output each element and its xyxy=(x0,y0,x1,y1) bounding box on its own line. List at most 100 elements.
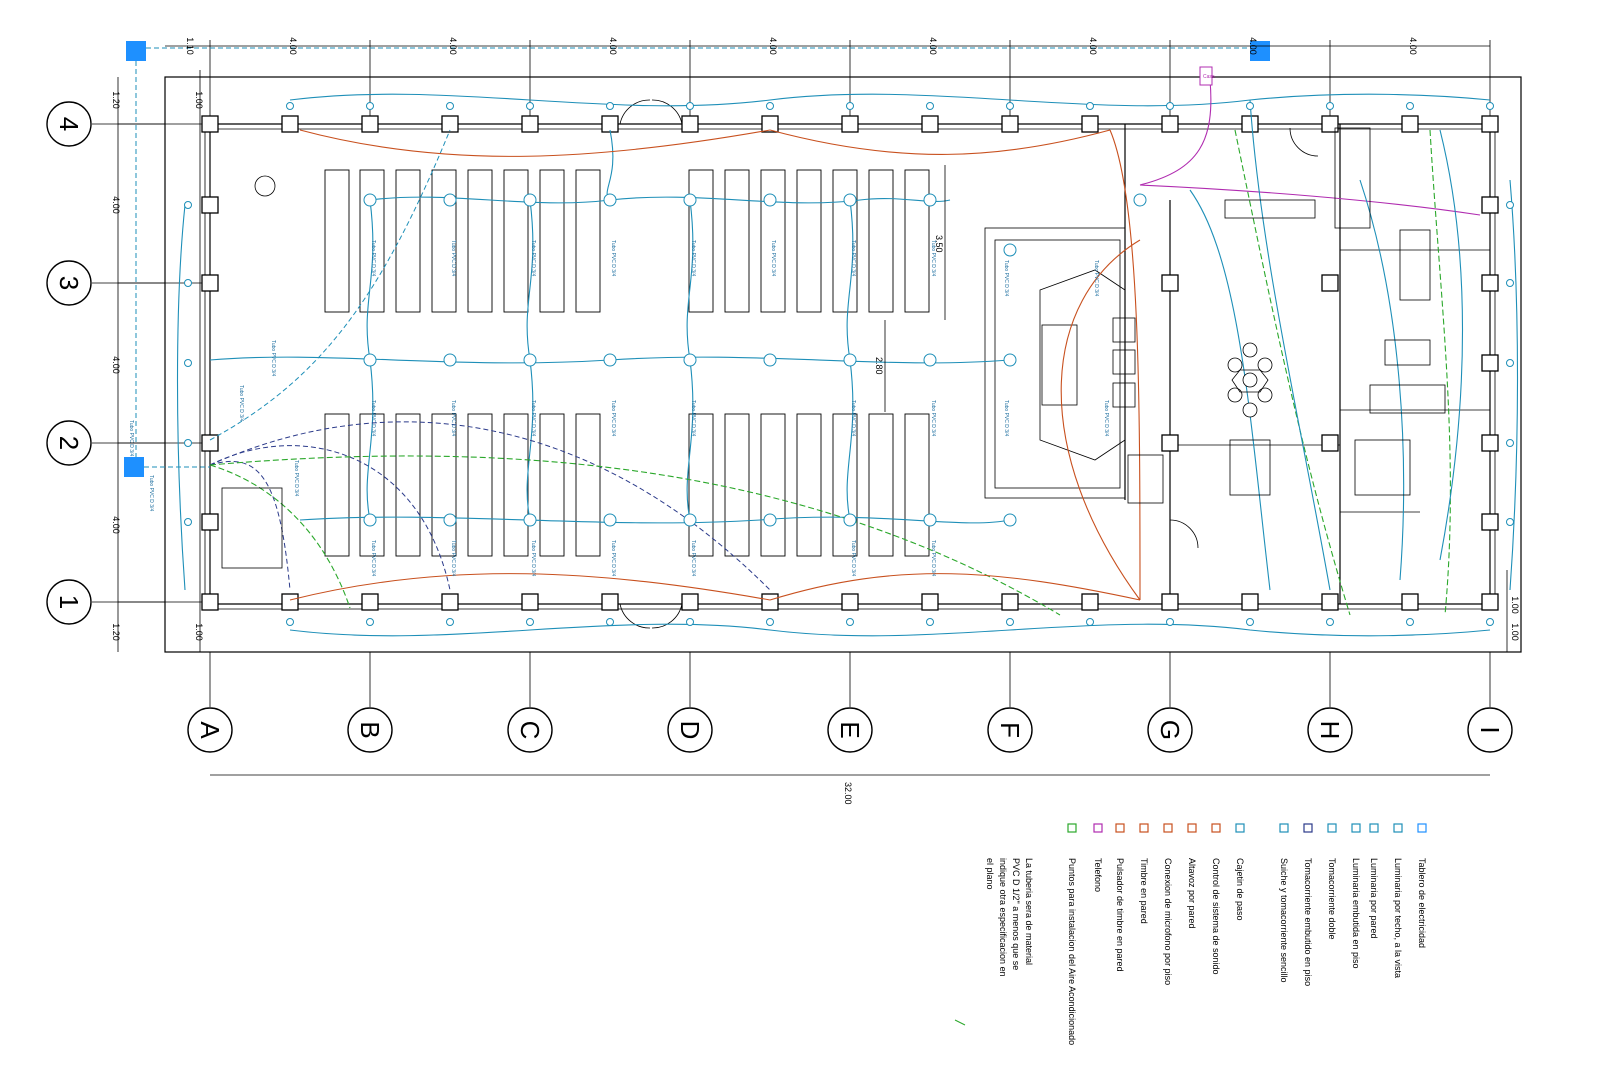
column xyxy=(521,593,539,611)
wall-light-icon xyxy=(1006,618,1014,626)
axis-bubble-i xyxy=(1467,707,1513,753)
note-line: indique otra especificacion en xyxy=(998,858,1008,977)
microphone-icon xyxy=(1163,823,1173,833)
pew xyxy=(760,169,786,313)
dim-right: 1.00 xyxy=(1510,623,1520,641)
dim-350: 3.50 xyxy=(934,235,944,253)
legend-text: Luminaria embutida en piso xyxy=(1351,858,1361,969)
conduit-tag: Tubo PVC D 3/4 xyxy=(610,400,616,436)
stairs xyxy=(1229,439,1271,496)
columns-group xyxy=(118,40,1499,611)
conduit-tag: Tubo PVC D 3/4 xyxy=(930,400,936,436)
chair xyxy=(1227,357,1243,373)
ceiling-light-icon xyxy=(683,353,697,367)
axis-bubble-a xyxy=(187,707,233,753)
ceiling-light-icon xyxy=(443,193,457,207)
pew xyxy=(796,169,822,313)
wall-light-icon xyxy=(1369,823,1379,833)
column xyxy=(1081,593,1099,611)
ceiling-light-icon xyxy=(363,513,377,527)
ceiling-light-icon xyxy=(923,193,937,207)
conduit-tag: Tubo PVC D 3/4 xyxy=(238,385,244,421)
column xyxy=(1321,434,1339,452)
legend-text: Control de sistema de sonido xyxy=(1211,858,1221,975)
bell-icon xyxy=(1139,823,1149,833)
wall-light-icon xyxy=(1166,618,1174,626)
sound-control-icon xyxy=(1211,823,1221,833)
wall-light-icon xyxy=(286,618,294,626)
ceiling-light-icon xyxy=(363,353,377,367)
note-line: La tuberia sera de material xyxy=(1024,858,1034,965)
dim-left: 1.20 xyxy=(111,623,121,641)
axis-label: 2 xyxy=(54,436,84,450)
legend-text: Tablero de electricidad xyxy=(1417,858,1427,948)
pew xyxy=(688,413,714,557)
pew xyxy=(359,169,385,313)
legend-text: Suiche y tomacorriente sencillo xyxy=(1279,858,1289,983)
wall-light-icon xyxy=(1406,102,1414,110)
wall-light-icon xyxy=(1086,102,1094,110)
pew xyxy=(503,413,529,557)
dim-total: 32.00 xyxy=(843,782,853,805)
dim-top: 4.00 xyxy=(608,37,618,55)
conduit-tag: Tubo PVC D 3/4 xyxy=(610,240,616,276)
dim-left: 4.00 xyxy=(111,516,121,534)
floor-outlet-icon xyxy=(1303,823,1313,833)
stairs xyxy=(1127,454,1164,504)
dim-inner-left: 1.00 xyxy=(194,91,204,109)
pew xyxy=(467,413,493,557)
legend-text: Puntos para instalacion del Aire Acondic… xyxy=(1067,858,1077,1045)
chair xyxy=(1257,357,1273,373)
pew xyxy=(724,169,750,313)
pew xyxy=(467,169,493,313)
conduit-tag: Tubo PVC D 3/4 xyxy=(610,540,616,576)
legend-text: Tomacorriente doble xyxy=(1327,858,1337,940)
ceiling-light-icon xyxy=(683,513,697,527)
column xyxy=(921,115,939,133)
column xyxy=(1001,593,1019,611)
kitchen-counter xyxy=(1334,127,1371,229)
sofa xyxy=(1384,339,1431,366)
column xyxy=(201,196,219,214)
ceiling-light-icon xyxy=(603,513,617,527)
bell-button-icon xyxy=(1115,823,1125,833)
axis-bubble-h xyxy=(1307,707,1353,753)
axis-bubble-e xyxy=(827,707,873,753)
restroom-block xyxy=(221,487,283,569)
axis-label: 1 xyxy=(54,595,84,609)
wall-light-icon xyxy=(926,618,934,626)
ceiling-light-icon xyxy=(443,353,457,367)
axis-bubble-d xyxy=(667,707,713,753)
axis-bubble-3 xyxy=(46,260,92,306)
column xyxy=(761,115,779,133)
column xyxy=(441,593,459,611)
column xyxy=(1161,115,1179,133)
wall-light-icon xyxy=(366,102,374,110)
wall-light-icon xyxy=(686,102,694,110)
wall-light-icon xyxy=(766,102,774,110)
wall-light-icon xyxy=(184,439,192,447)
sofa xyxy=(1224,199,1316,219)
column xyxy=(1401,593,1419,611)
pew xyxy=(324,413,350,557)
pew xyxy=(395,169,421,313)
conduit-tag: Tubo PVC D 3/4 xyxy=(1093,260,1099,296)
wall-light-icon xyxy=(1406,618,1414,626)
column xyxy=(1481,115,1499,133)
column xyxy=(681,115,699,133)
dining-table xyxy=(1231,369,1269,393)
pew xyxy=(359,413,385,557)
wall-light-icon xyxy=(686,618,694,626)
conduit-tag: Tubo PVC D 3/4 xyxy=(530,400,536,436)
wall-light-icon xyxy=(184,279,192,287)
wall-light-icon xyxy=(1506,518,1514,526)
pew xyxy=(688,169,714,313)
axis-bubble-c xyxy=(507,707,553,753)
conduit-tag: Tubo PVC D 3/4 xyxy=(148,475,154,511)
conduit-tag: Tubo PVC D 3/4 xyxy=(370,540,376,576)
column xyxy=(201,434,219,452)
column xyxy=(1481,196,1499,214)
